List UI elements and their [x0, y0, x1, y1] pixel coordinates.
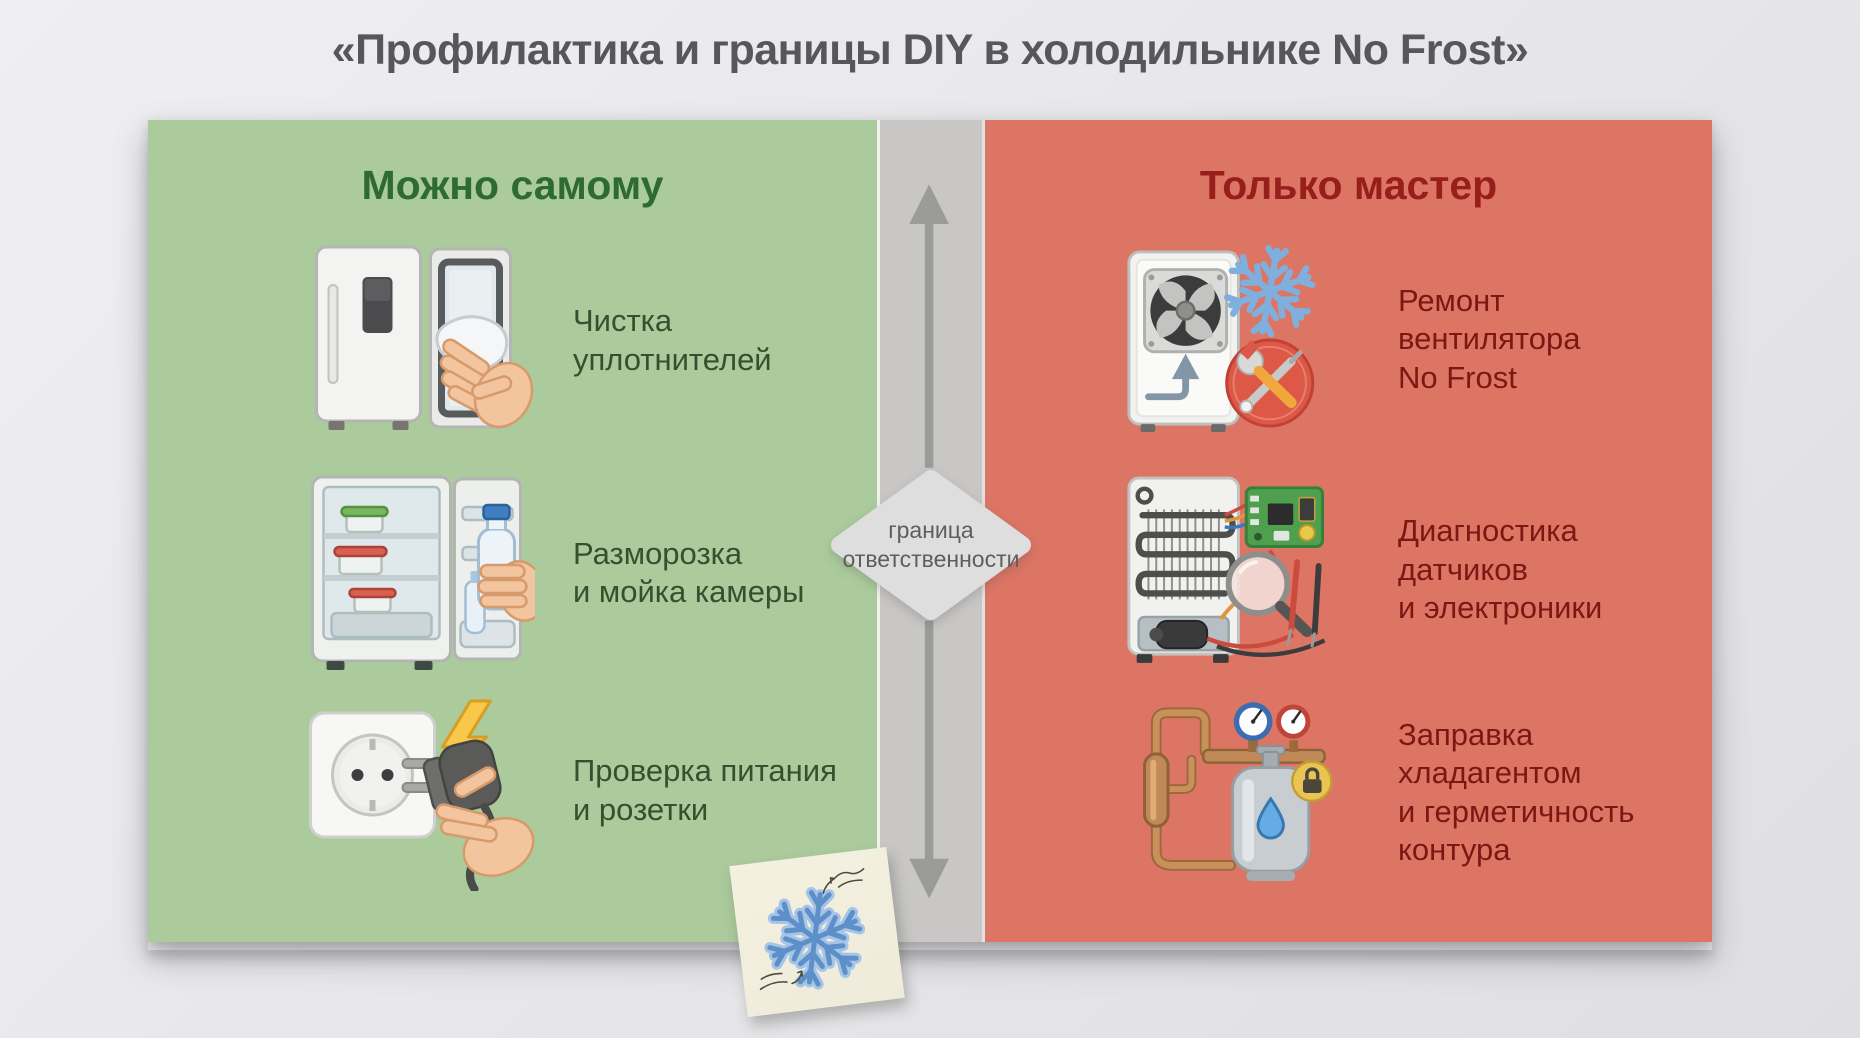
list-item: Чистка уплотнителей	[300, 238, 772, 443]
diy-panel: Можно самому	[148, 120, 877, 942]
no-frost-fan-repair-icon	[1123, 240, 1348, 440]
diy-panel-header: Можно самому	[361, 162, 664, 208]
master-panel-header: Только мастер	[1199, 162, 1498, 208]
boundary-label-plate: граница ответственности	[828, 469, 1034, 621]
page-title: «Профилактика и границы DIY в холодильни…	[331, 26, 1529, 74]
list-item: Диагностика датчиков и электроники	[1123, 460, 1602, 680]
master-panel: Только мастер	[985, 120, 1712, 942]
item-label: Разморозка и мойка камеры	[573, 535, 805, 609]
sensors-electronics-diagnostics-icon	[1123, 470, 1348, 670]
item-label: Заправка хладагентом и герметичность кон…	[1398, 716, 1635, 867]
boundary-label: граница ответственности	[842, 517, 1020, 572]
item-label: Чистка уплотнителей	[573, 303, 772, 377]
item-label: Проверка питания и розетки	[573, 753, 837, 827]
list-item: Ремонт вентилятора No Frost	[1123, 232, 1580, 447]
responsibility-boundary-arrow-icon	[909, 184, 949, 899]
sticky-note	[729, 846, 905, 1018]
power-socket-plug-icon	[300, 691, 535, 891]
refrigerant-recharge-icon	[1123, 693, 1348, 893]
list-item: Разморозка и мойка камеры	[300, 468, 804, 678]
item-label: Диагностика датчиков и электроники	[1398, 513, 1603, 626]
item-label: Ремонт вентилятора No Frost	[1398, 282, 1581, 395]
open-fridge-defrost-wash-icon	[300, 473, 535, 673]
snowflake-doodle-icon	[759, 868, 904, 991]
board-bottom-edge	[148, 941, 1712, 950]
list-item: Заправка хладагентом и герметичность кон…	[1123, 680, 1634, 905]
infographic-board: Можно самому	[148, 120, 1712, 942]
list-item: Проверка питания и розетки	[300, 688, 837, 893]
handwriting-scribble	[759, 868, 865, 991]
fridge-door-seal-wipe-icon	[300, 241, 535, 441]
